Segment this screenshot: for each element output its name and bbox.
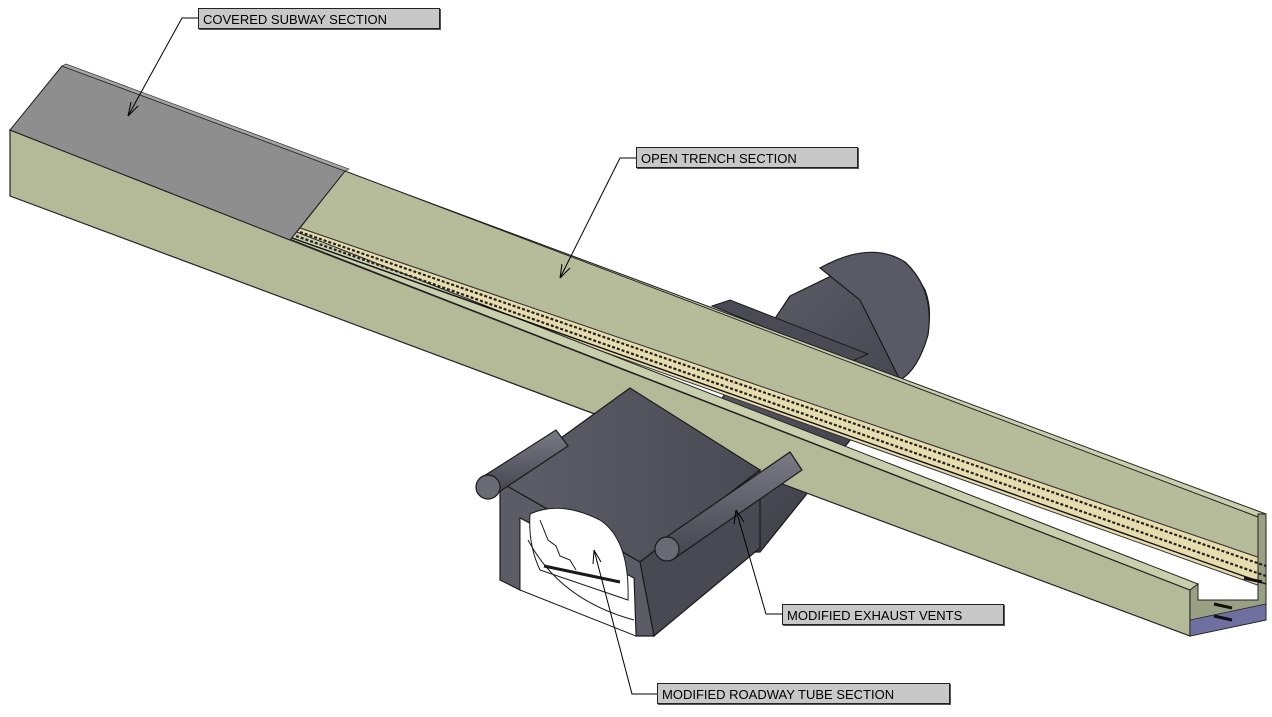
leader-open-trench — [559, 157, 636, 279]
open-trench — [8, 65, 1267, 637]
roadway-tube-end-cap — [818, 251, 930, 381]
arrow-covered-subway — [127, 101, 139, 117]
leader-exhaust-vents — [735, 509, 782, 615]
label-covered-subway-section: COVERED SUBWAY SECTION — [198, 8, 440, 29]
covered-subway — [9, 63, 350, 241]
covered-subway-edge — [61, 63, 350, 172]
rail-end-3 — [1213, 614, 1233, 622]
arrow-open-trench — [559, 263, 571, 279]
arrow-exhaust-vents — [733, 509, 745, 525]
arrow-roadway-tube — [592, 549, 602, 565]
rail-3 — [291, 237, 1267, 585]
roadway-deck — [543, 564, 621, 584]
roadway-tube-arc — [527, 539, 635, 621]
rail-end-1 — [1243, 576, 1263, 584]
exhaust-vent-right-end — [654, 536, 680, 562]
leader-lines — [127, 17, 782, 695]
rail-end-2 — [1213, 602, 1233, 610]
leader-covered-subway — [127, 17, 198, 117]
label-modified-exhaust-vents: MODIFIED EXHAUST VENTS — [782, 604, 1004, 625]
roadway-tube-inner-step — [539, 519, 577, 571]
leader-roadway-tube — [593, 549, 657, 695]
exhaust-vent-left-end — [475, 474, 501, 500]
label-open-trench-section: OPEN TRENCH SECTION — [636, 147, 858, 168]
rail-1 — [299, 230, 1267, 568]
rail-2 — [295, 234, 1267, 578]
trench-track-bed — [289, 227, 1267, 589]
exhaust-vents — [475, 429, 803, 562]
label-modified-roadway-tube-section: MODIFIED ROADWAY TUBE SECTION — [657, 683, 950, 704]
